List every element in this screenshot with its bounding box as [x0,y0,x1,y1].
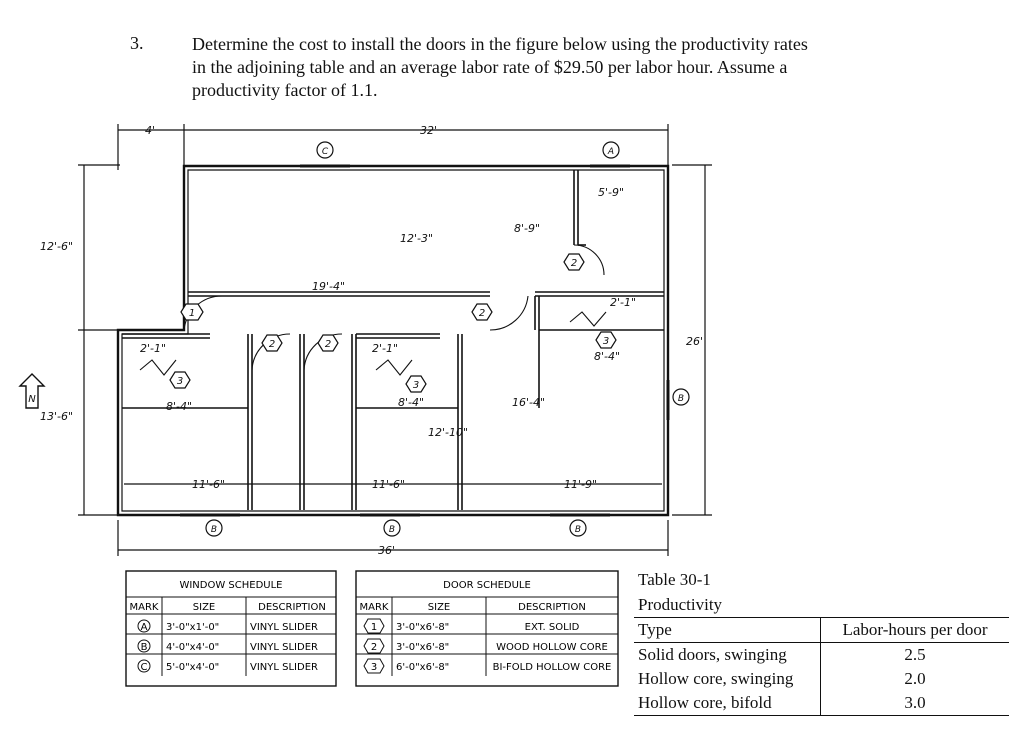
window-tag-circle [205,519,223,537]
door-tag-2c: 2 [479,308,485,319]
door-schedule-header-description: DESCRIPTION [518,602,586,613]
window-tag-c: C [322,147,329,157]
table-row: Hollow core, swinging 2.0 [634,667,1009,691]
dim-12-3: 12'-3" [400,232,433,245]
dim-right-overall: 26' [686,335,703,348]
question-text: Determine the cost to install the doors … [192,33,912,102]
door-tag-3-left: 3 [177,376,183,387]
dim-8-4-left: 8'-4" [166,400,192,413]
dim-top-left: 4' [145,124,155,137]
window-schedule-size: 5'-0"x4'-0" [166,662,219,673]
productivity-table-title: Table 30-1 [634,568,821,593]
dim-5-9: 5'-9" [598,186,624,199]
question-line-1: Determine the cost to install the doors … [192,34,808,54]
window-schedule-title: WINDOW SCHEDULE [179,580,282,591]
window-tag-circle [602,141,620,159]
question-number: 3. [130,33,144,53]
dim-8-9: 8'-9" [514,222,540,235]
question-line-3: productivity factor of 1.1. [192,80,378,100]
north-label: N [28,394,36,405]
window-schedule-size: 3'-0"x1'-0" [166,622,219,633]
window-schedule-description: VINYL SLIDER [250,662,318,673]
north-arrow-icon: N [18,373,46,409]
window-schedule-header-description: DESCRIPTION [258,602,326,613]
window-schedule-mark: A [141,622,148,633]
window-tag-circle [383,519,401,537]
table-row: Solid doors, swinging 2.5 [634,642,1009,667]
productivity-type: Hollow core, swinging [634,667,821,691]
door-schedule-title: DOOR SCHEDULE [443,580,531,591]
productivity-type: Solid doors, swinging [634,642,821,667]
door-schedule-mark: 2 [371,642,377,653]
productivity-hours: 2.0 [904,669,926,688]
productivity-table-subtitle: Productivity [634,592,821,618]
door-schedule-size: 3'-0"x6'-8" [396,642,449,653]
window-schedule-size: 4'-0"x4'-0" [166,642,219,653]
door-schedule: DOOR SCHEDULE MARK SIZE DESCRIPTION 1 3'… [355,570,619,687]
window-schedule-mark: B [141,642,148,653]
productivity-hours: 2.5 [904,645,926,664]
dim-11-6-left: 11'-6" [192,478,225,491]
dim-left-upper: 12'-6" [40,240,73,253]
dim-8-4-right: 8'-4" [594,350,620,363]
productivity-header-type: Type [634,617,821,643]
door-tag-1: 1 [189,308,195,319]
window-schedule-mark: C [141,662,148,673]
dim-11-6-mid: 11'-6" [372,478,405,491]
question-line-2: in the adjoining table and an average la… [192,57,788,77]
dim-top-overall: 32' [420,124,437,137]
productivity-hours: 3.0 [820,691,1009,716]
door-tag-2d: 2 [571,258,577,269]
dim-11-9: 11'-9" [564,478,597,491]
dim-8-4-mid: 8'-4" [398,396,424,409]
door-schedule-header-size: SIZE [428,602,450,613]
dim-2-1-left: 2'-1" [140,342,166,355]
productivity-header-hours: Labor-hours per door [820,617,1009,643]
window-schedule-header-size: SIZE [193,602,215,613]
window-schedule-header-mark: MARK [130,602,159,613]
dim-2-1-mid: 2'-1" [372,342,398,355]
door-schedule-description: BI-FOLD HOLLOW CORE [493,662,612,673]
window-tag-circle [316,141,334,159]
door-tag-3-right: 3 [603,336,609,347]
window-tag-b-1: B [211,525,217,535]
dim-left-lower: 13'-6" [40,410,73,423]
door-schedule-mark: 3 [371,662,377,673]
table-row: Hollow core, bifold 3.0 [634,691,1009,716]
productivity-table: Table 30-1 Productivity Type Labor-hours… [634,568,1009,716]
window-tag-circle [672,388,690,406]
dim-12-10: 12'-10" [428,426,468,439]
window-tag-b-right: B [678,394,684,404]
productivity-type: Hollow core, bifold [634,691,821,716]
dim-bottom-overall: 36' [378,544,395,557]
door-schedule-size: 6'-0"x6'-8" [396,662,449,673]
window-schedule-description: VINYL SLIDER [250,642,318,653]
window-tag-b-2: B [389,525,395,535]
door-schedule-description: WOOD HOLLOW CORE [496,642,608,653]
window-tag-circle [569,519,587,537]
window-tag-b-3: B [575,525,581,535]
door-schedule-header-mark: MARK [360,602,389,613]
door-tag-2a: 2 [269,339,275,350]
door-tag-2b: 2 [325,339,331,350]
door-tag-3-mid: 3 [413,380,419,391]
window-tag-a: A [607,147,614,157]
dim-19-4: 19'-4" [312,280,345,293]
door-schedule-size: 3'-0"x6'-8" [396,622,449,633]
dim-2-1-right: 2'-1" [610,296,636,309]
window-schedule: WINDOW SCHEDULE MARK SIZE DESCRIPTION A … [125,570,337,687]
window-schedule-description: VINYL SLIDER [250,622,318,633]
door-schedule-description: EXT. SOLID [525,622,580,633]
door-schedule-mark: 1 [371,622,377,633]
dim-16-4: 16'-4" [512,396,545,409]
